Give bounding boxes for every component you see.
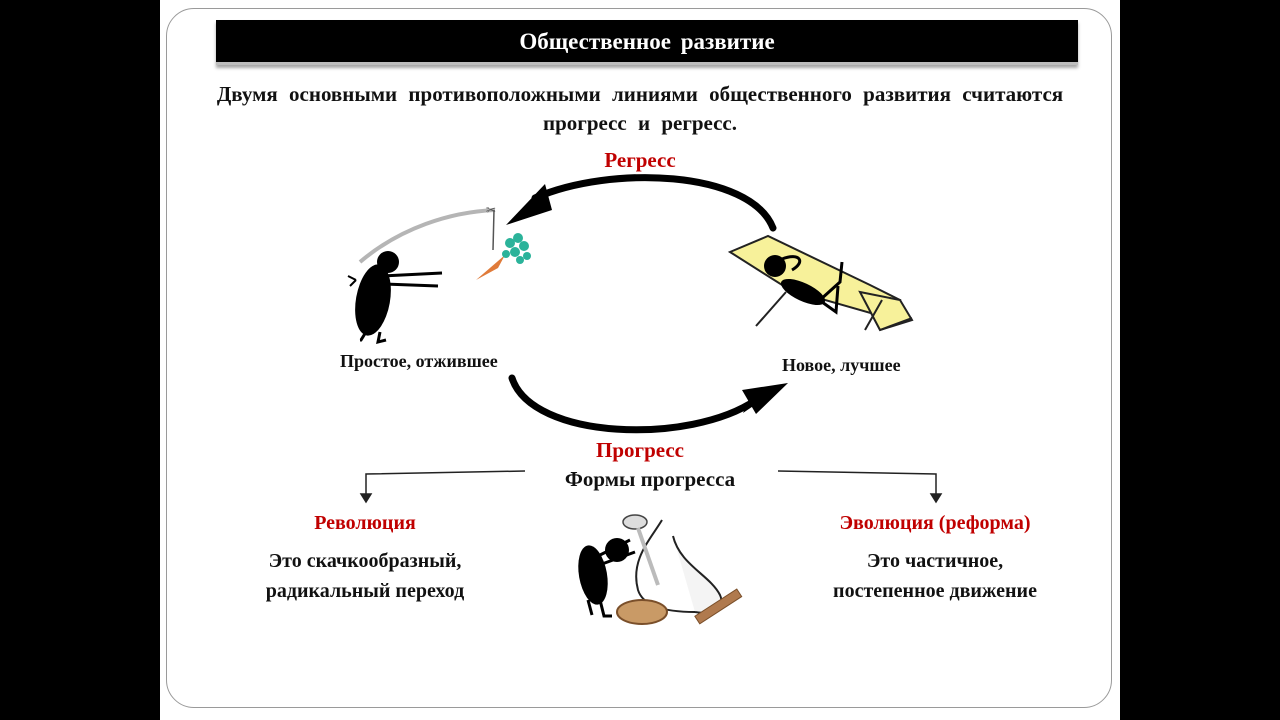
regress-label: Регресс xyxy=(604,148,676,172)
progress-arrow xyxy=(508,374,788,434)
revolution-line2: радикальный переход xyxy=(265,580,465,602)
revolution-title: Революция xyxy=(314,512,416,534)
evolution-line2: постепенное движение xyxy=(833,580,1037,602)
intro-text: Двумя основными противоположными линиями… xyxy=(216,82,1064,135)
figure-with-hourglass xyxy=(578,514,743,625)
old-state-label: Простое, отжившее xyxy=(340,351,498,371)
slide-frame xyxy=(166,8,1112,708)
evolution-line1: Это частичное, xyxy=(866,550,1004,572)
branch-lines xyxy=(359,470,943,504)
regress-arrow xyxy=(506,174,777,232)
slide-title: Общественное развитие xyxy=(216,20,1078,65)
progress-label: Прогресс xyxy=(596,438,684,462)
figure-in-deckchair xyxy=(727,234,914,332)
illustrations: ✂ xyxy=(347,174,943,625)
figure-chasing-carrot: ✂ xyxy=(347,203,531,345)
new-state-label: Новое, лучшее xyxy=(782,355,901,375)
forms-heading: Формы прогресса xyxy=(564,467,736,491)
svg-text:✂: ✂ xyxy=(486,203,496,217)
slide: Общественное развитие Двумя основными пр… xyxy=(160,0,1120,720)
revolution-line1: Это скачкообразный, xyxy=(268,550,462,572)
evolution-title: Эволюция (реформа) xyxy=(839,512,1031,534)
